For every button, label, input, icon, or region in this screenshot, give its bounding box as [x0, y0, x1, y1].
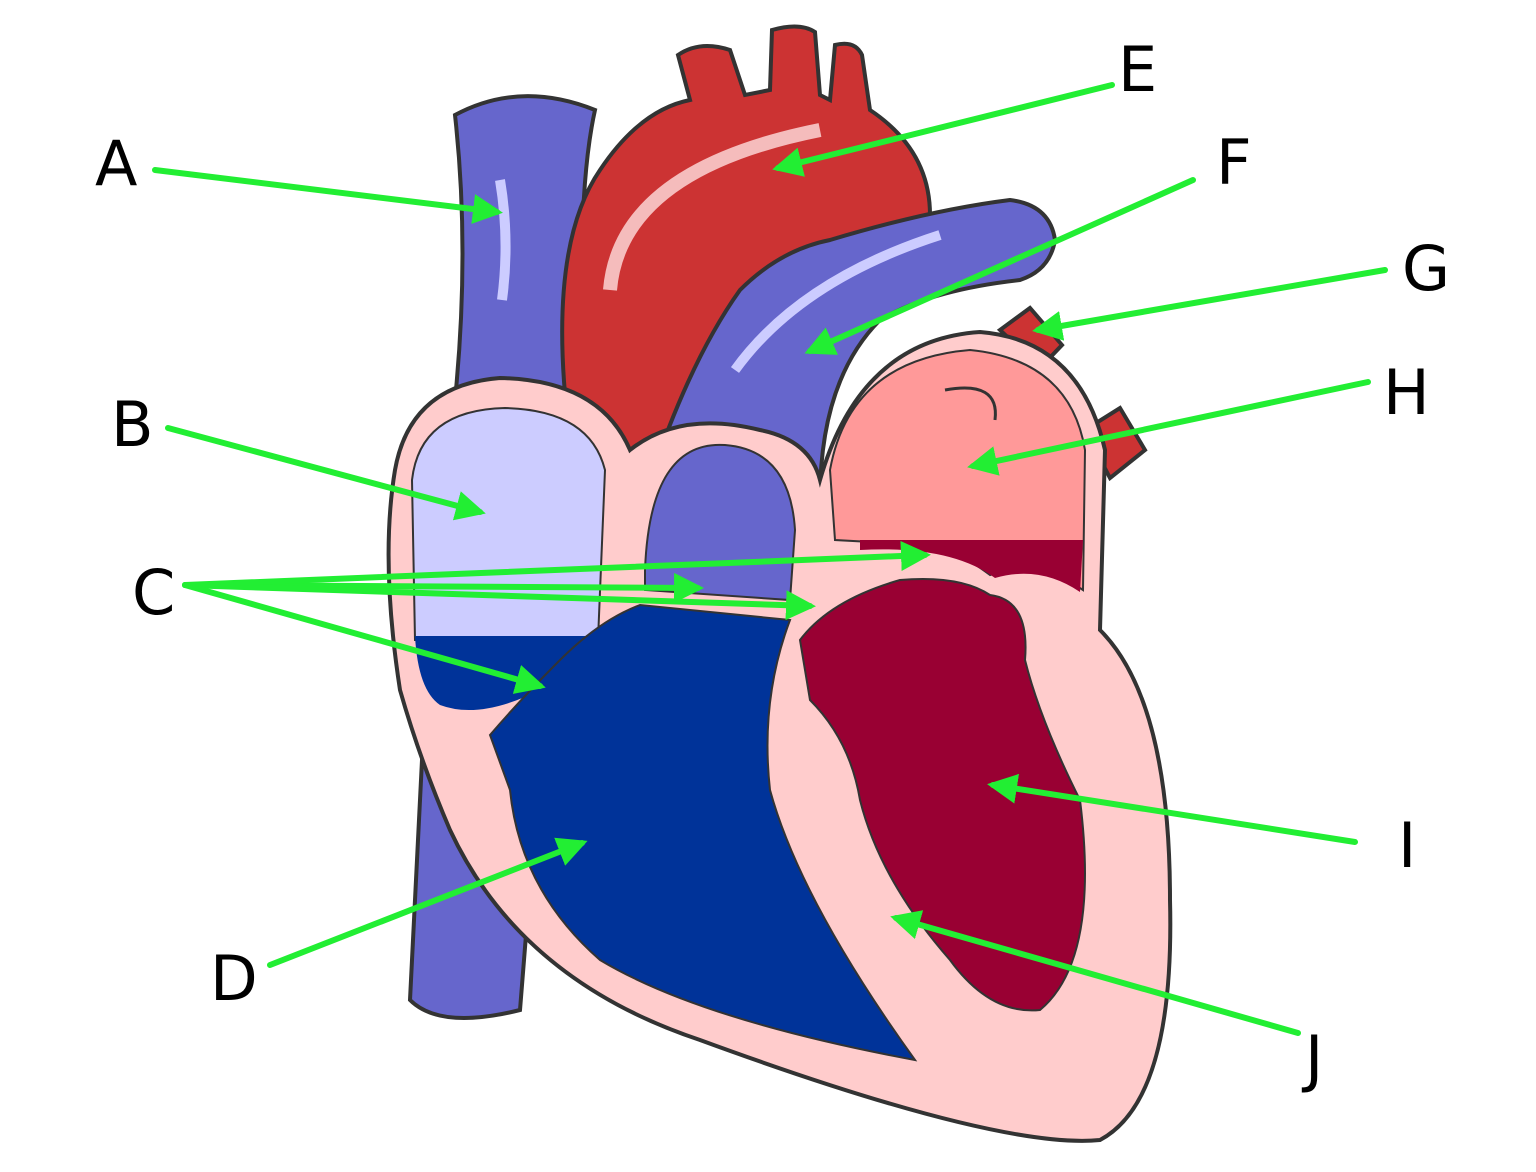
arrow-E [772, 82, 1115, 177]
arrow-H [967, 379, 1371, 476]
arrow-C-4 [182, 582, 546, 694]
arrow-F [804, 177, 1196, 355]
aorta-highlight [603, 123, 822, 291]
label-arrows [152, 82, 1388, 1036]
left-ventricle [798, 578, 1086, 1012]
arrow-A [152, 167, 503, 224]
label-J: J [1301, 1022, 1323, 1095]
pulmonary-artery-highlight [730, 230, 942, 373]
label-B: B [111, 388, 154, 461]
label-C: C [132, 556, 175, 629]
left-atrium-blood [860, 540, 1083, 592]
right-atrium [410, 406, 607, 641]
arrow-J [890, 910, 1301, 1036]
vena-cava-highlight [495, 179, 511, 301]
label-D: D [210, 942, 258, 1015]
label-E: E [1118, 33, 1157, 106]
label-H: H [1383, 356, 1430, 429]
arrow-C-2 [182, 582, 816, 621]
right-atrium-blood [415, 636, 598, 710]
arrow-D [267, 837, 588, 968]
label-I: I [1398, 809, 1416, 882]
label-F: F [1216, 126, 1252, 199]
arrow-I [987, 773, 1358, 845]
label-G: G [1402, 232, 1450, 305]
arrow-B [165, 425, 486, 521]
left-atrium-vein-opening [944, 386, 997, 421]
right-ventricle [488, 603, 918, 1062]
arrow-G [1032, 267, 1388, 341]
arrow-C-3 [182, 540, 931, 588]
label-A: A [95, 127, 137, 200]
